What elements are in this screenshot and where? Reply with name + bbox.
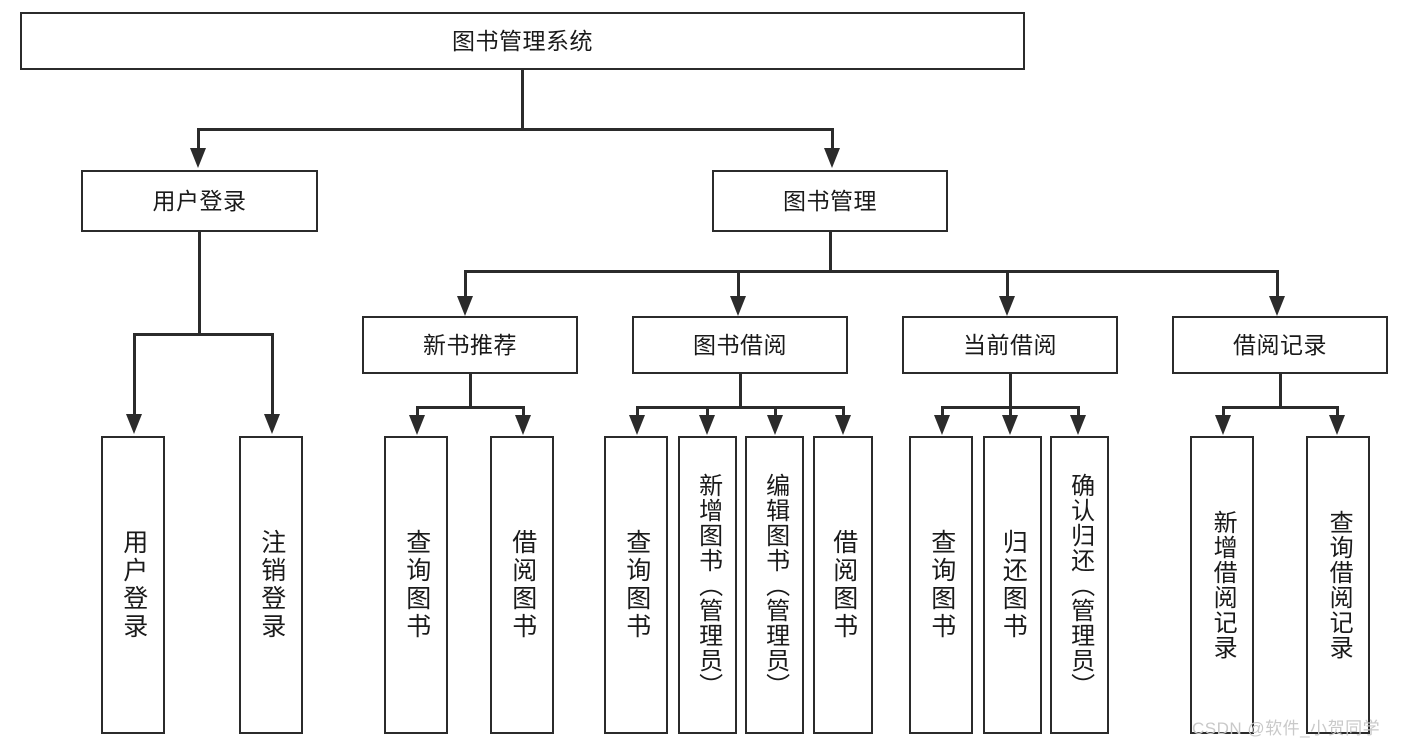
- node-user-login[interactable]: 用户登录: [81, 170, 318, 232]
- node-user-login-label: 用户登录: [152, 187, 247, 214]
- connector-br-drop-1: [1222, 406, 1225, 417]
- node-leaf-user-logout-label: 注销登录: [257, 529, 286, 641]
- arrow-to-leaf-borrow-book-1: [515, 415, 531, 435]
- arrow-to-leaf-edit-book: [767, 415, 783, 435]
- node-leaf-user-login-label: 用户登录: [119, 529, 148, 641]
- arrow-to-leaf-add-record: [1215, 415, 1231, 435]
- arrow-to-leaf-query-book-2: [629, 415, 645, 435]
- node-new-book-recommend[interactable]: 新书推荐: [362, 316, 578, 374]
- arrow-to-user-login: [190, 148, 206, 168]
- node-leaf-query-book-1[interactable]: 查询图书: [384, 436, 448, 734]
- arrow-to-leaf-user-logout: [264, 414, 280, 434]
- arrow-to-leaf-borrow-book-2: [835, 415, 851, 435]
- connector-level3-drop-3: [1006, 270, 1009, 298]
- arrow-to-leaf-query-book-3: [934, 415, 950, 435]
- arrow-to-leaf-add-book: [699, 415, 715, 435]
- connector-nbr-bus: [416, 406, 524, 409]
- arrow-to-book-borrow: [730, 296, 746, 316]
- node-leaf-edit-book[interactable]: 编辑图书（管理员）: [745, 436, 804, 734]
- connector-user-login-bus: [133, 333, 273, 336]
- node-book-borrow-label: 图书借阅: [693, 331, 787, 358]
- connector-user-login-drop-2: [271, 333, 274, 415]
- connector-root-stem: [521, 70, 524, 130]
- connector-cb-drop-1: [941, 406, 944, 417]
- connector-book-manage-stem: [829, 232, 832, 272]
- arrow-to-leaf-query-book-1: [409, 415, 425, 435]
- connector-level3-bus: [464, 270, 1278, 273]
- connector-level2-drop-2: [831, 128, 834, 150]
- connector-nbr-stem: [469, 374, 472, 408]
- arrow-to-book-manage: [824, 148, 840, 168]
- node-borrow-record-label: 借阅记录: [1233, 331, 1327, 358]
- connector-br-bus: [1222, 406, 1338, 409]
- node-book-manage-label: 图书管理: [783, 187, 877, 214]
- connector-br-drop-2: [1336, 406, 1339, 417]
- connector-level3-drop-1: [464, 270, 467, 298]
- connector-cb-drop-2: [1009, 406, 1012, 417]
- arrow-to-borrow-record: [1269, 296, 1285, 316]
- node-leaf-query-book-2[interactable]: 查询图书: [604, 436, 668, 734]
- arrow-to-leaf-user-login: [126, 414, 142, 434]
- connector-bb-drop-4: [842, 406, 845, 417]
- connector-level3-drop-2: [737, 270, 740, 298]
- node-leaf-user-logout[interactable]: 注销登录: [239, 436, 303, 734]
- node-book-manage[interactable]: 图书管理: [712, 170, 948, 232]
- node-leaf-query-record[interactable]: 查询借阅记录: [1306, 436, 1370, 734]
- node-leaf-borrow-book-2-label: 借阅图书: [829, 529, 858, 641]
- node-leaf-edit-book-label: 编辑图书（管理员）: [761, 472, 789, 698]
- node-leaf-return-book-label: 归还图书: [999, 529, 1028, 641]
- arrow-to-leaf-return-book: [1002, 415, 1018, 435]
- node-leaf-user-login[interactable]: 用户登录: [101, 436, 165, 734]
- node-leaf-add-record[interactable]: 新增借阅记录: [1190, 436, 1254, 734]
- node-new-book-recommend-label: 新书推荐: [423, 331, 517, 358]
- connector-bb-drop-3: [774, 406, 777, 417]
- node-borrow-record[interactable]: 借阅记录: [1172, 316, 1388, 374]
- connector-nbr-drop-2: [522, 406, 525, 417]
- node-leaf-borrow-book-1-label: 借阅图书: [508, 529, 537, 641]
- node-leaf-query-book-2-label: 查询图书: [622, 529, 651, 641]
- arrow-to-leaf-confirm-return: [1070, 415, 1086, 435]
- node-leaf-confirm-return-label: 确认归还（管理员）: [1066, 472, 1094, 698]
- node-root[interactable]: 图书管理系统: [20, 12, 1025, 70]
- node-current-borrow[interactable]: 当前借阅: [902, 316, 1118, 374]
- node-leaf-confirm-return[interactable]: 确认归还（管理员）: [1050, 436, 1109, 734]
- connector-bb-stem: [739, 374, 742, 408]
- node-leaf-query-book-3[interactable]: 查询图书: [909, 436, 973, 734]
- connector-level3-drop-4: [1276, 270, 1279, 298]
- connector-user-login-drop-1: [133, 333, 136, 415]
- connector-nbr-drop-1: [416, 406, 419, 417]
- connector-level2-bus: [197, 128, 833, 131]
- connector-bb-bus: [636, 406, 844, 409]
- connector-user-login-stem: [198, 232, 201, 334]
- arrow-to-leaf-query-record: [1329, 415, 1345, 435]
- node-leaf-add-book[interactable]: 新增图书（管理员）: [678, 436, 737, 734]
- node-leaf-add-record-label: 新增借阅记录: [1209, 510, 1237, 660]
- node-leaf-borrow-book-2[interactable]: 借阅图书: [813, 436, 873, 734]
- node-leaf-return-book[interactable]: 归还图书: [983, 436, 1042, 734]
- arrow-to-current-borrow: [999, 296, 1015, 316]
- node-leaf-query-book-1-label: 查询图书: [402, 529, 431, 641]
- node-current-borrow-label: 当前借阅: [963, 331, 1057, 358]
- connector-level2-drop-1: [197, 128, 200, 150]
- node-leaf-add-book-label: 新增图书（管理员）: [694, 472, 722, 698]
- connector-bb-drop-2: [706, 406, 709, 417]
- arrow-to-new-book-recommend: [457, 296, 473, 316]
- node-leaf-query-record-label: 查询借阅记录: [1325, 510, 1353, 660]
- node-book-borrow[interactable]: 图书借阅: [632, 316, 848, 374]
- connector-bb-drop-1: [636, 406, 639, 417]
- connector-cb-drop-3: [1077, 406, 1080, 417]
- node-leaf-borrow-book-1[interactable]: 借阅图书: [490, 436, 554, 734]
- node-root-label: 图书管理系统: [452, 27, 593, 54]
- connector-cb-stem: [1009, 374, 1012, 408]
- node-leaf-query-book-3-label: 查询图书: [927, 529, 956, 641]
- connector-br-stem: [1279, 374, 1282, 408]
